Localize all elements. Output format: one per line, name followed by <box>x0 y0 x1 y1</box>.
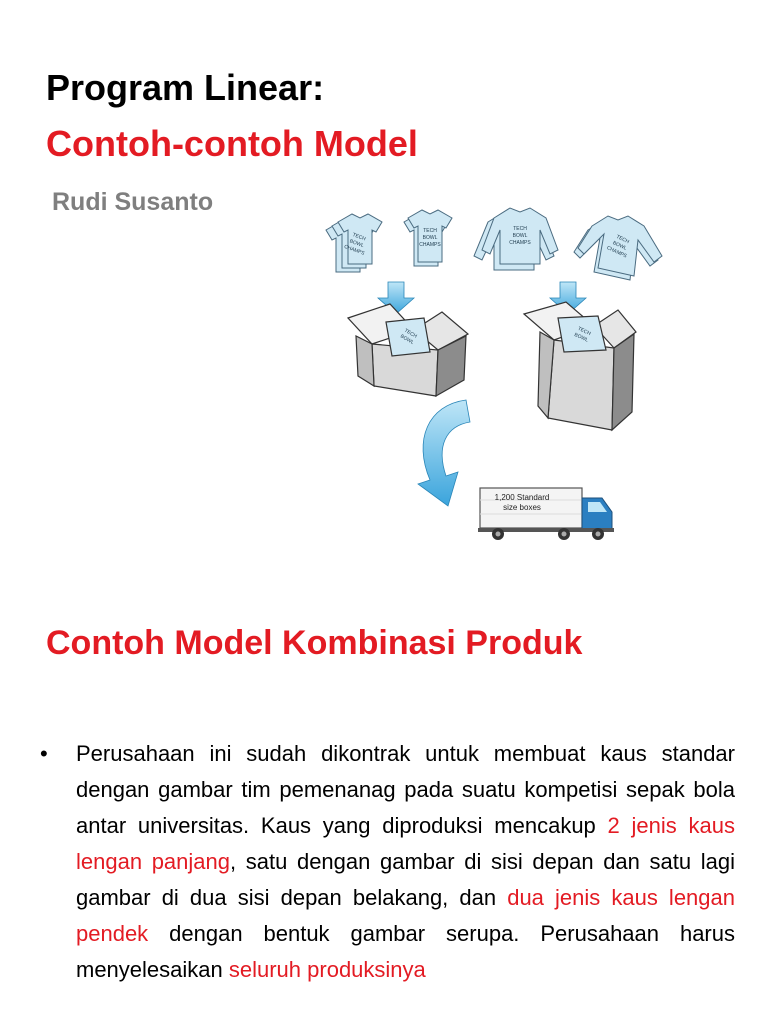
shirt-text: TECH <box>423 228 437 234</box>
shirt-text: BOWL <box>349 238 365 249</box>
bullet-text: Perusahaan ini sudah dikontrak untuk mem… <box>76 736 735 988</box>
section-title: Contoh Model Kombinasi Produk <box>46 624 583 662</box>
highlight-text: dua jenis kaus lengan pendek <box>76 885 735 946</box>
highlight-text: 2 jenis kaus lengan panjang <box>76 813 735 874</box>
author-name: Rudi Susanto <box>52 188 214 216</box>
production-illustration: TECH BOWL CHAMPS TECH BOWL CHAMPS TECH B… <box>325 207 663 540</box>
bullet-item: • Perusahaan ini sudah dikontrak untuk m… <box>40 736 740 988</box>
slide-1: Program Linear: Contoh-contoh Model Rudi… <box>46 67 663 540</box>
long-sleeve-shirt-icon <box>473 207 559 271</box>
shirt-text: TECH <box>615 234 630 245</box>
bullet-text-segment: dengan bentuk gambar serupa. Perusahaan … <box>76 921 735 982</box>
box-icon <box>522 301 637 432</box>
shirt-text: BOWL <box>423 235 438 241</box>
shirt-text: CHAMPS <box>509 240 531 246</box>
truck-label: 1,200 Standard <box>495 493 550 502</box>
bullet-icon: • <box>40 741 48 766</box>
bullet-text-segment: , satu dengan gambar di sisi depan dan s… <box>76 849 735 910</box>
box-icon <box>346 303 470 398</box>
truck-icon <box>478 487 614 540</box>
shirt-text: BOWL <box>573 332 589 344</box>
shirt-text: TECH <box>513 226 527 232</box>
curved-arrow-icon <box>417 399 471 507</box>
shirt-text: TECH <box>352 232 367 242</box>
slide-subtitle: Contoh-contoh Model <box>46 123 418 164</box>
shirt-text: CHAMPS <box>419 242 441 248</box>
shirt-text: BOWL <box>612 240 628 252</box>
long-sleeve-shirt-icon <box>573 215 663 281</box>
bullet-text-segment: Perusahaan ini sudah dikontrak untuk mem… <box>76 741 735 838</box>
shirt-stack-icon <box>325 213 383 273</box>
truck-label: size boxes <box>503 503 541 512</box>
shirt-text: BOWL <box>513 233 528 239</box>
shirt-stack-icon <box>403 209 453 267</box>
highlight-text: seluruh produksinya <box>228 957 426 982</box>
slide-title: Program Linear: <box>46 67 325 108</box>
shirt-text: TECH <box>577 326 592 337</box>
